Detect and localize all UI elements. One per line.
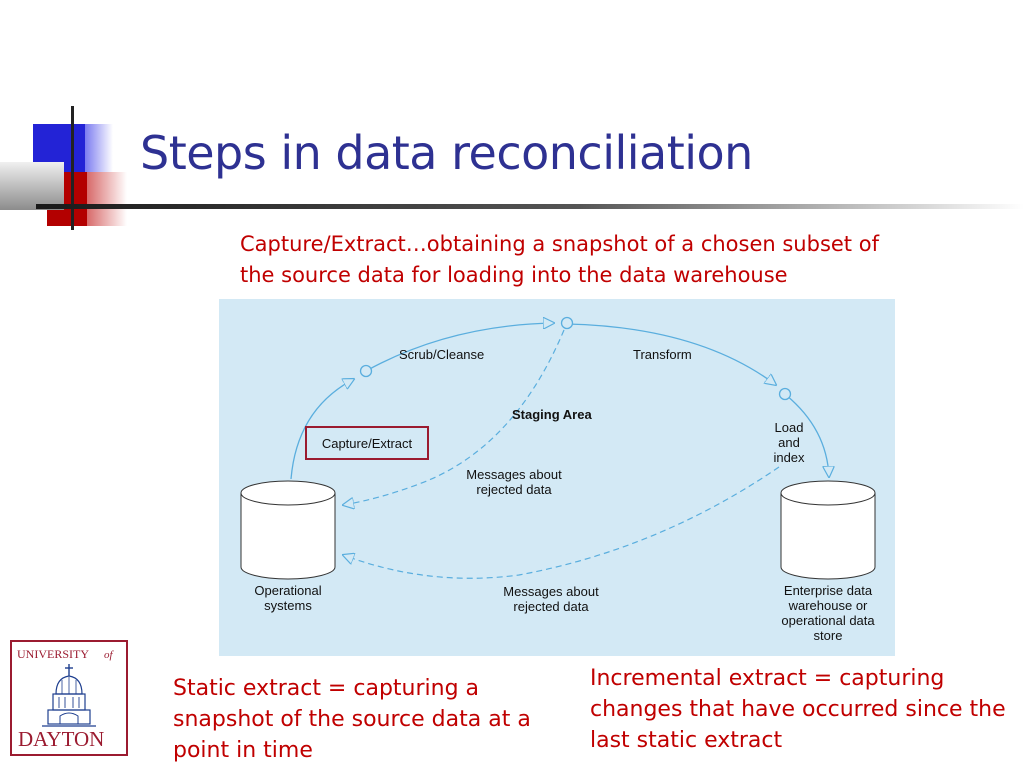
label-messages-lower-line1: Messages about [503,584,599,599]
flow-node-load [778,387,792,401]
label-messages-lower: Messages about rejected data [486,584,616,614]
flow-node-staging [560,316,574,330]
diagram-graphics [240,316,876,580]
label-operational-systems: Operational systems [233,583,343,613]
label-and-line: and [778,435,800,450]
label-index-line: index [773,450,805,465]
dashed-return-from-staging [343,329,565,505]
page-title: Steps in data reconciliation [140,126,753,180]
dashed-return-from-load [343,466,780,579]
enterprise-store-cylinder [780,480,876,580]
label-staging-area: Staging Area [512,407,592,422]
flow-arc-staging-to-transform [566,323,776,385]
incremental-extract-description: Incremental extract = capturing changes … [590,666,1006,753]
label-transform: Transform [633,347,692,362]
university-logo: UNIVERSITY of DAYTON [10,640,128,756]
static-extract-description: Static extract = capturing a snapshot of… [173,676,531,763]
label-enterprise-line1: Enterprise data [783,583,873,598]
logo-of-text: of [104,649,115,661]
logo-university-text: UNIVERSITY [17,647,89,661]
label-load-line: Load [774,420,804,435]
label-operational-line2: systems [264,598,312,613]
label-enterprise-line3: operational data [781,613,875,628]
university-logo-graphic: UNIVERSITY of DAYTON [17,647,115,751]
label-enterprise-store: Enterprise data warehouse or operational… [763,583,893,643]
label-operational-line1: Operational [254,583,322,598]
decor-blue-fade [85,124,113,174]
capture-extract-description: Capture/Extract…obtaining a snapshot of … [240,232,879,287]
decor-red-fade [87,172,127,226]
label-messages-lower-line2: rejected data [513,599,589,614]
decor-vertical-line [71,106,74,230]
title-underline [36,204,1024,209]
label-capture-extract: Capture/Extract [321,436,413,451]
flow-arc-scrub-to-staging [365,323,554,372]
label-enterprise-line2: warehouse or [788,598,868,613]
capture-extract-highlight-box [305,426,429,460]
decor-gray-gradient [0,162,64,210]
operational-systems-cylinder [240,480,336,580]
logo-dayton-text: DAYTON [18,727,104,751]
label-enterprise-line4: store [813,628,843,643]
label-scrub-cleanse: Scrub/Cleanse [399,347,485,362]
label-messages-upper-line1: Messages about [466,467,562,482]
flow-node-scrub [359,364,373,378]
label-messages-upper: Messages about rejected data [449,467,579,497]
flow-arc-load-to-warehouse [785,394,829,477]
data-reconciliation-diagram: Scrub/Cleanse Transform Staging Area Cap… [219,299,895,656]
label-messages-upper-line2: rejected data [476,482,552,497]
label-load-and-index: Load and index [765,420,813,465]
flow-arc-capture-to-scrub [290,379,354,480]
